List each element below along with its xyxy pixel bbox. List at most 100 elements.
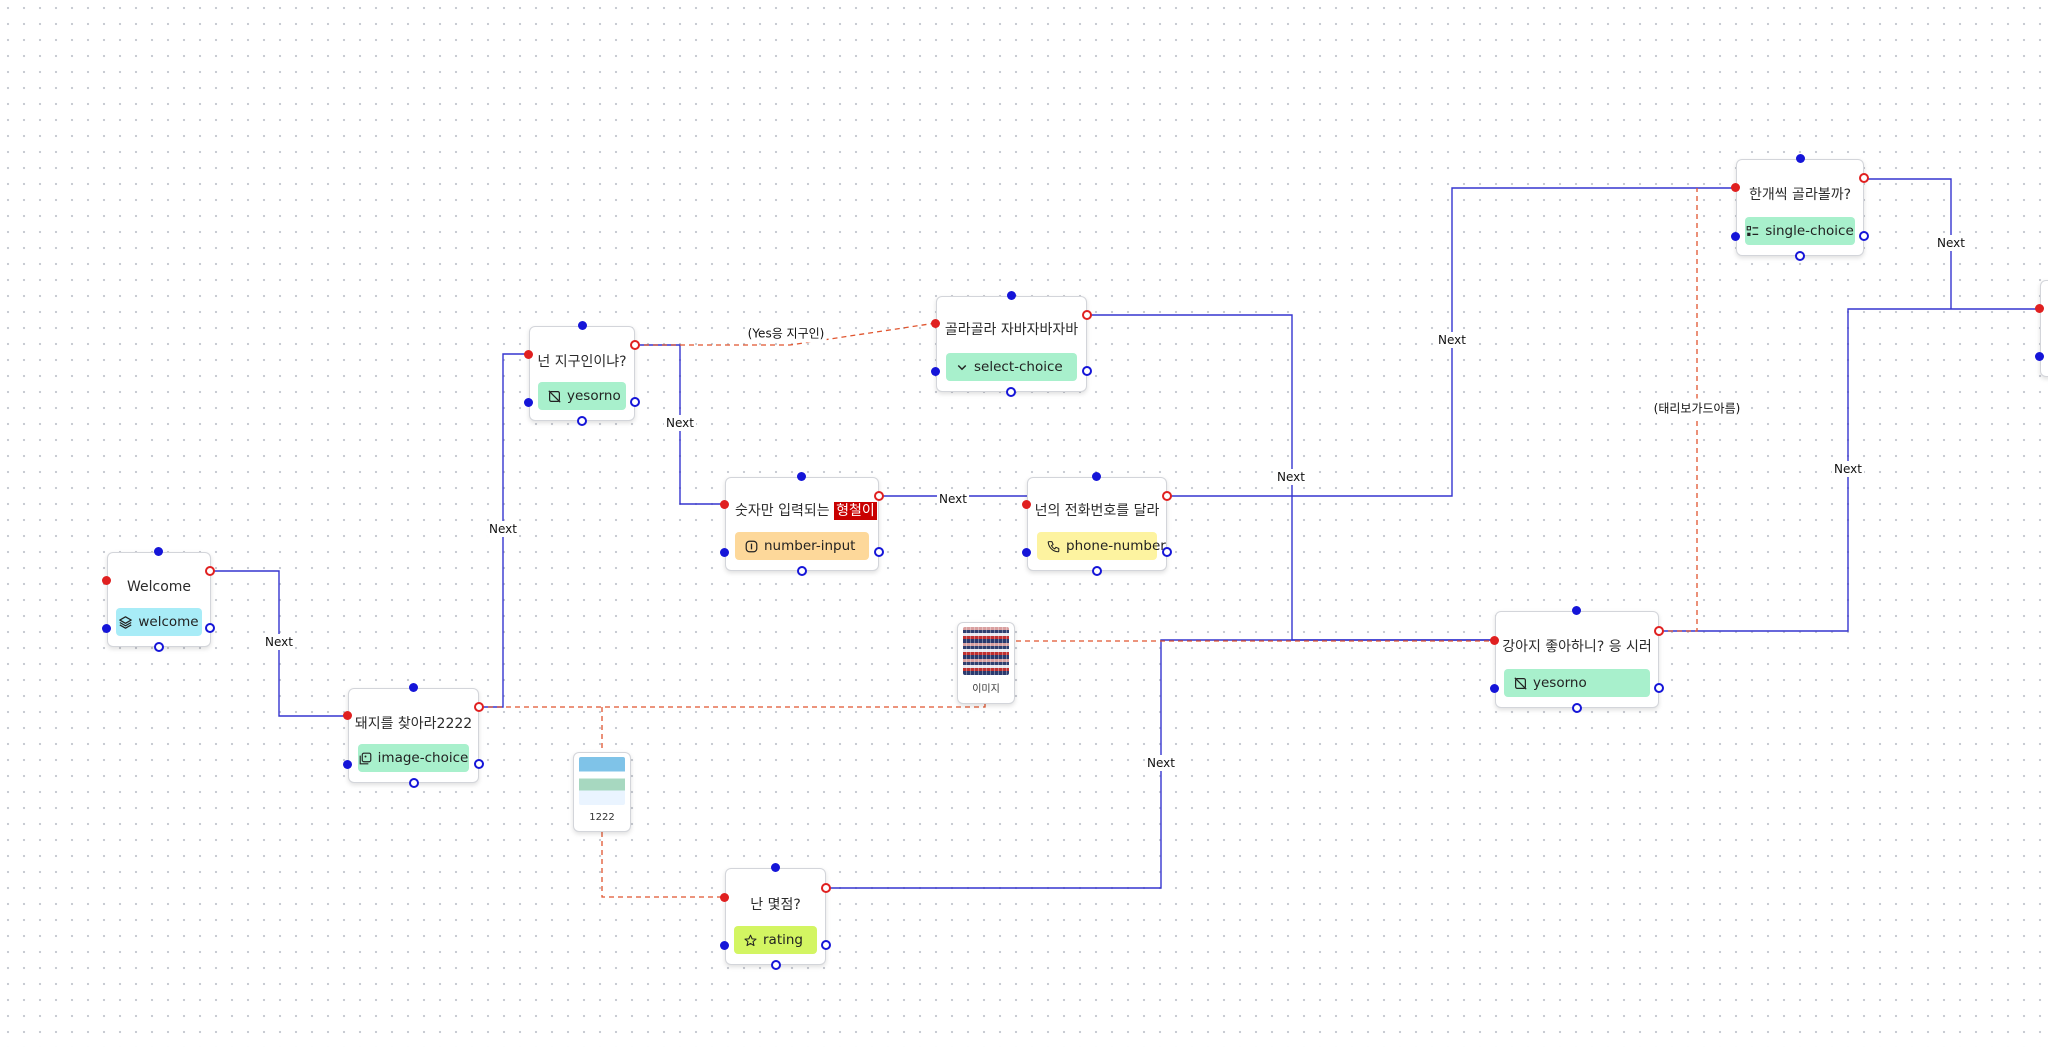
source-handle[interactable] bbox=[1859, 231, 1869, 241]
target-handle[interactable] bbox=[931, 367, 940, 376]
source-handle[interactable] bbox=[1006, 387, 1016, 397]
target-handle[interactable] bbox=[1007, 291, 1016, 300]
edge-single-to-right bbox=[1864, 178, 1952, 309]
node-number-input[interactable]: 숫자만 입력되는 형철이 number-input bbox=[725, 477, 879, 571]
target-handle[interactable] bbox=[797, 472, 806, 481]
target-handle[interactable] bbox=[578, 321, 587, 330]
target-handle[interactable] bbox=[524, 398, 533, 407]
target-handle[interactable] bbox=[1796, 154, 1805, 163]
target-handle[interactable] bbox=[409, 683, 418, 692]
target-handle[interactable] bbox=[1022, 500, 1031, 509]
info-circle-icon bbox=[745, 540, 758, 552]
source-handle[interactable] bbox=[821, 883, 831, 893]
source-handle[interactable] bbox=[821, 940, 831, 950]
target-handle[interactable] bbox=[931, 319, 940, 328]
source-handle[interactable] bbox=[1092, 566, 1102, 576]
source-handle[interactable] bbox=[1654, 683, 1664, 693]
edge-image-b-to-rating bbox=[601, 832, 725, 898]
node-yesorno-earth[interactable]: 넌 지구인이냐? yesorno bbox=[529, 326, 635, 421]
target-handle[interactable] bbox=[2035, 352, 2044, 361]
node-title: Welcome bbox=[126, 579, 192, 595]
node-single-choice[interactable]: 한개씩 골라볼까? single-choice bbox=[1736, 159, 1864, 256]
target-handle[interactable] bbox=[102, 624, 111, 633]
node-type-label: phone-number bbox=[1066, 538, 1166, 554]
target-handle[interactable] bbox=[1731, 232, 1740, 241]
source-handle[interactable] bbox=[1859, 173, 1869, 183]
node-select-choice[interactable]: 골라골라 자바자바자바 select-choice bbox=[936, 296, 1087, 392]
edge-label-next: Next bbox=[263, 634, 295, 650]
source-handle[interactable] bbox=[409, 778, 419, 788]
node-dog-yesorno[interactable]: 강아지 좋아하니? 응 시러 yesorno bbox=[1495, 611, 1659, 708]
phone-icon bbox=[1047, 540, 1060, 552]
target-handle[interactable] bbox=[1572, 606, 1581, 615]
source-handle[interactable] bbox=[630, 340, 640, 350]
node-phone-number[interactable]: 넌의 전화번호를 달라 phone-number bbox=[1027, 477, 1167, 571]
target-handle[interactable] bbox=[2035, 304, 2044, 313]
node-title: 난 몇점? bbox=[750, 897, 801, 913]
node-title: 한개씩 골라볼까? bbox=[1748, 187, 1852, 203]
node-image-choice[interactable]: 돼지를 찾아라2222 image-choice bbox=[348, 688, 479, 783]
target-handle[interactable] bbox=[343, 760, 352, 769]
node-type-label: single-choice bbox=[1765, 223, 1854, 239]
edge-label-conditional: (태리보가드아름) bbox=[1651, 398, 1743, 418]
node-welcome[interactable]: Welcome welcome bbox=[107, 552, 211, 647]
source-handle[interactable] bbox=[205, 566, 215, 576]
source-handle[interactable] bbox=[154, 642, 164, 652]
node-type-badge: rating bbox=[734, 926, 817, 954]
node-rating[interactable]: 난 몇점? rating bbox=[725, 868, 826, 965]
node-type-badge: yesorno bbox=[538, 382, 626, 410]
source-handle[interactable] bbox=[874, 491, 884, 501]
edge-label-next: Next bbox=[1935, 235, 1967, 251]
node-type-label: yesorno bbox=[1533, 675, 1587, 691]
target-handle[interactable] bbox=[1022, 548, 1031, 557]
node-image-a[interactable]: 이미지 bbox=[957, 622, 1015, 704]
source-handle[interactable] bbox=[1082, 310, 1092, 320]
images-icon bbox=[359, 752, 372, 764]
node-title: 돼지를 찾아라2222 bbox=[354, 716, 473, 732]
node-title-text: 숫자만 입력되는 bbox=[735, 503, 835, 519]
source-handle[interactable] bbox=[577, 416, 587, 426]
source-handle[interactable] bbox=[1795, 251, 1805, 261]
node-type-badge: phone-number bbox=[1037, 532, 1166, 560]
source-handle[interactable] bbox=[1082, 366, 1092, 376]
target-handle[interactable] bbox=[524, 350, 533, 359]
target-handle[interactable] bbox=[720, 500, 729, 509]
node-image-b[interactable]: 1222 bbox=[573, 752, 631, 832]
source-handle[interactable] bbox=[1654, 626, 1664, 636]
node-offscreen-partial[interactable] bbox=[2040, 280, 2048, 377]
node-type-label: number-input bbox=[764, 538, 856, 554]
edge-label-conditional: (Yes응 지구인) bbox=[745, 323, 827, 343]
target-handle[interactable] bbox=[720, 548, 729, 557]
node-title-highlight: 형철이 bbox=[834, 502, 877, 520]
source-handle[interactable] bbox=[474, 702, 484, 712]
target-handle[interactable] bbox=[343, 711, 352, 720]
node-type-badge: welcome bbox=[116, 608, 202, 636]
target-handle[interactable] bbox=[1092, 472, 1101, 481]
edge-image-choice-to-image-a bbox=[479, 640, 1495, 708]
source-handle[interactable] bbox=[630, 397, 640, 407]
source-handle[interactable] bbox=[474, 759, 484, 769]
source-handle[interactable] bbox=[1162, 547, 1172, 557]
target-handle[interactable] bbox=[102, 576, 111, 585]
source-handle[interactable] bbox=[205, 623, 215, 633]
source-handle[interactable] bbox=[1162, 491, 1172, 501]
source-handle[interactable] bbox=[771, 960, 781, 970]
source-handle[interactable] bbox=[874, 547, 884, 557]
target-handle[interactable] bbox=[720, 893, 729, 902]
source-handle[interactable] bbox=[1572, 703, 1582, 713]
node-type-label: image-choice bbox=[377, 750, 469, 766]
target-handle[interactable] bbox=[1731, 183, 1740, 192]
image-caption: 이미지 bbox=[972, 684, 1000, 695]
node-title: 넌 지구인이냐? bbox=[537, 354, 627, 370]
target-handle[interactable] bbox=[771, 863, 780, 872]
source-handle[interactable] bbox=[797, 566, 807, 576]
edge-label-next: Next bbox=[664, 415, 696, 431]
node-type-badge: image-choice bbox=[358, 744, 469, 772]
toggle-icon bbox=[548, 389, 561, 403]
target-handle[interactable] bbox=[154, 547, 163, 556]
target-handle[interactable] bbox=[1490, 684, 1499, 693]
target-handle[interactable] bbox=[1490, 636, 1499, 645]
target-handle[interactable] bbox=[720, 941, 729, 950]
